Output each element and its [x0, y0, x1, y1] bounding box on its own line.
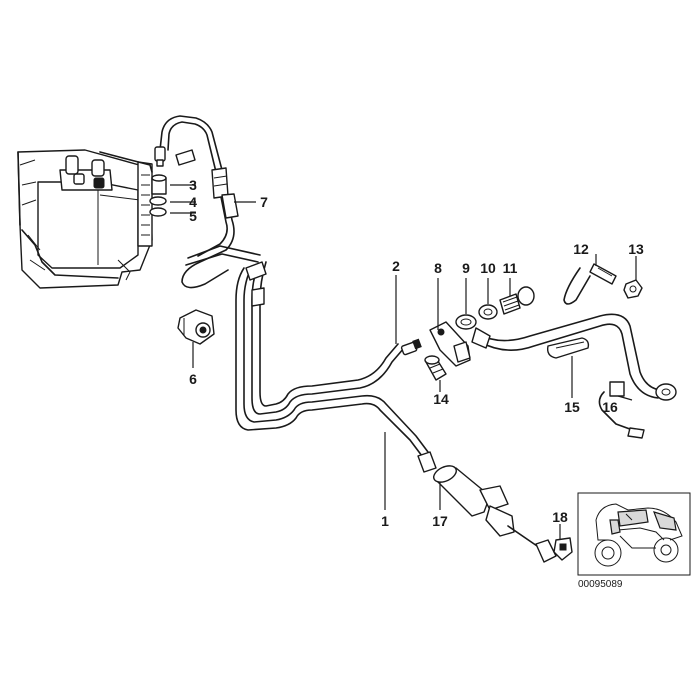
- callout-5: 5: [189, 208, 197, 224]
- callout-4: 4: [189, 194, 197, 210]
- part-14-bolt: [424, 355, 447, 381]
- part-16-sensor-cable: [598, 381, 645, 439]
- callout-16: 16: [602, 399, 618, 415]
- callout-11: 11: [503, 260, 518, 276]
- callout-17: 17: [432, 513, 448, 529]
- part-8-bracket: [429, 321, 471, 367]
- callout-14: 14: [433, 391, 449, 407]
- part-12-cable-tie: [563, 263, 617, 305]
- leader-lines: [170, 184, 637, 540]
- part-6-holder: [177, 309, 215, 345]
- part-18-clip: [553, 537, 573, 561]
- part-13-nut: [623, 279, 643, 299]
- callout-1: 1: [381, 513, 389, 529]
- part-15-brake-hose: [471, 313, 677, 401]
- brake-line-1: [235, 261, 429, 457]
- callout-7: 7: [260, 194, 268, 210]
- callout-6: 6: [189, 371, 197, 387]
- motorcycle-thumbnail: [577, 492, 691, 576]
- callout-18: 18: [552, 509, 568, 525]
- part-2-fitting: [400, 338, 422, 356]
- reference-number: 00095089: [578, 579, 623, 590]
- callout-15: 15: [564, 399, 580, 415]
- callout-13: 13: [628, 241, 644, 257]
- part-3-bush: [151, 174, 167, 195]
- part-10-seal: [478, 304, 498, 320]
- callout-8: 8: [434, 260, 442, 276]
- callout-9: 9: [462, 260, 470, 276]
- part-17-master-cylinder: [417, 451, 557, 563]
- callout-2: 2: [392, 258, 400, 274]
- part-4-ring: [149, 196, 167, 206]
- brake-line-7: [154, 115, 261, 289]
- callout-12: 12: [573, 241, 589, 257]
- part-11-banjo-bolt: [499, 286, 535, 315]
- abs-pressure-modulator: [17, 149, 153, 289]
- part-9-seal: [455, 314, 477, 330]
- part-5-ring: [149, 207, 167, 217]
- callout-10: 10: [480, 260, 496, 276]
- callout-3: 3: [189, 177, 197, 193]
